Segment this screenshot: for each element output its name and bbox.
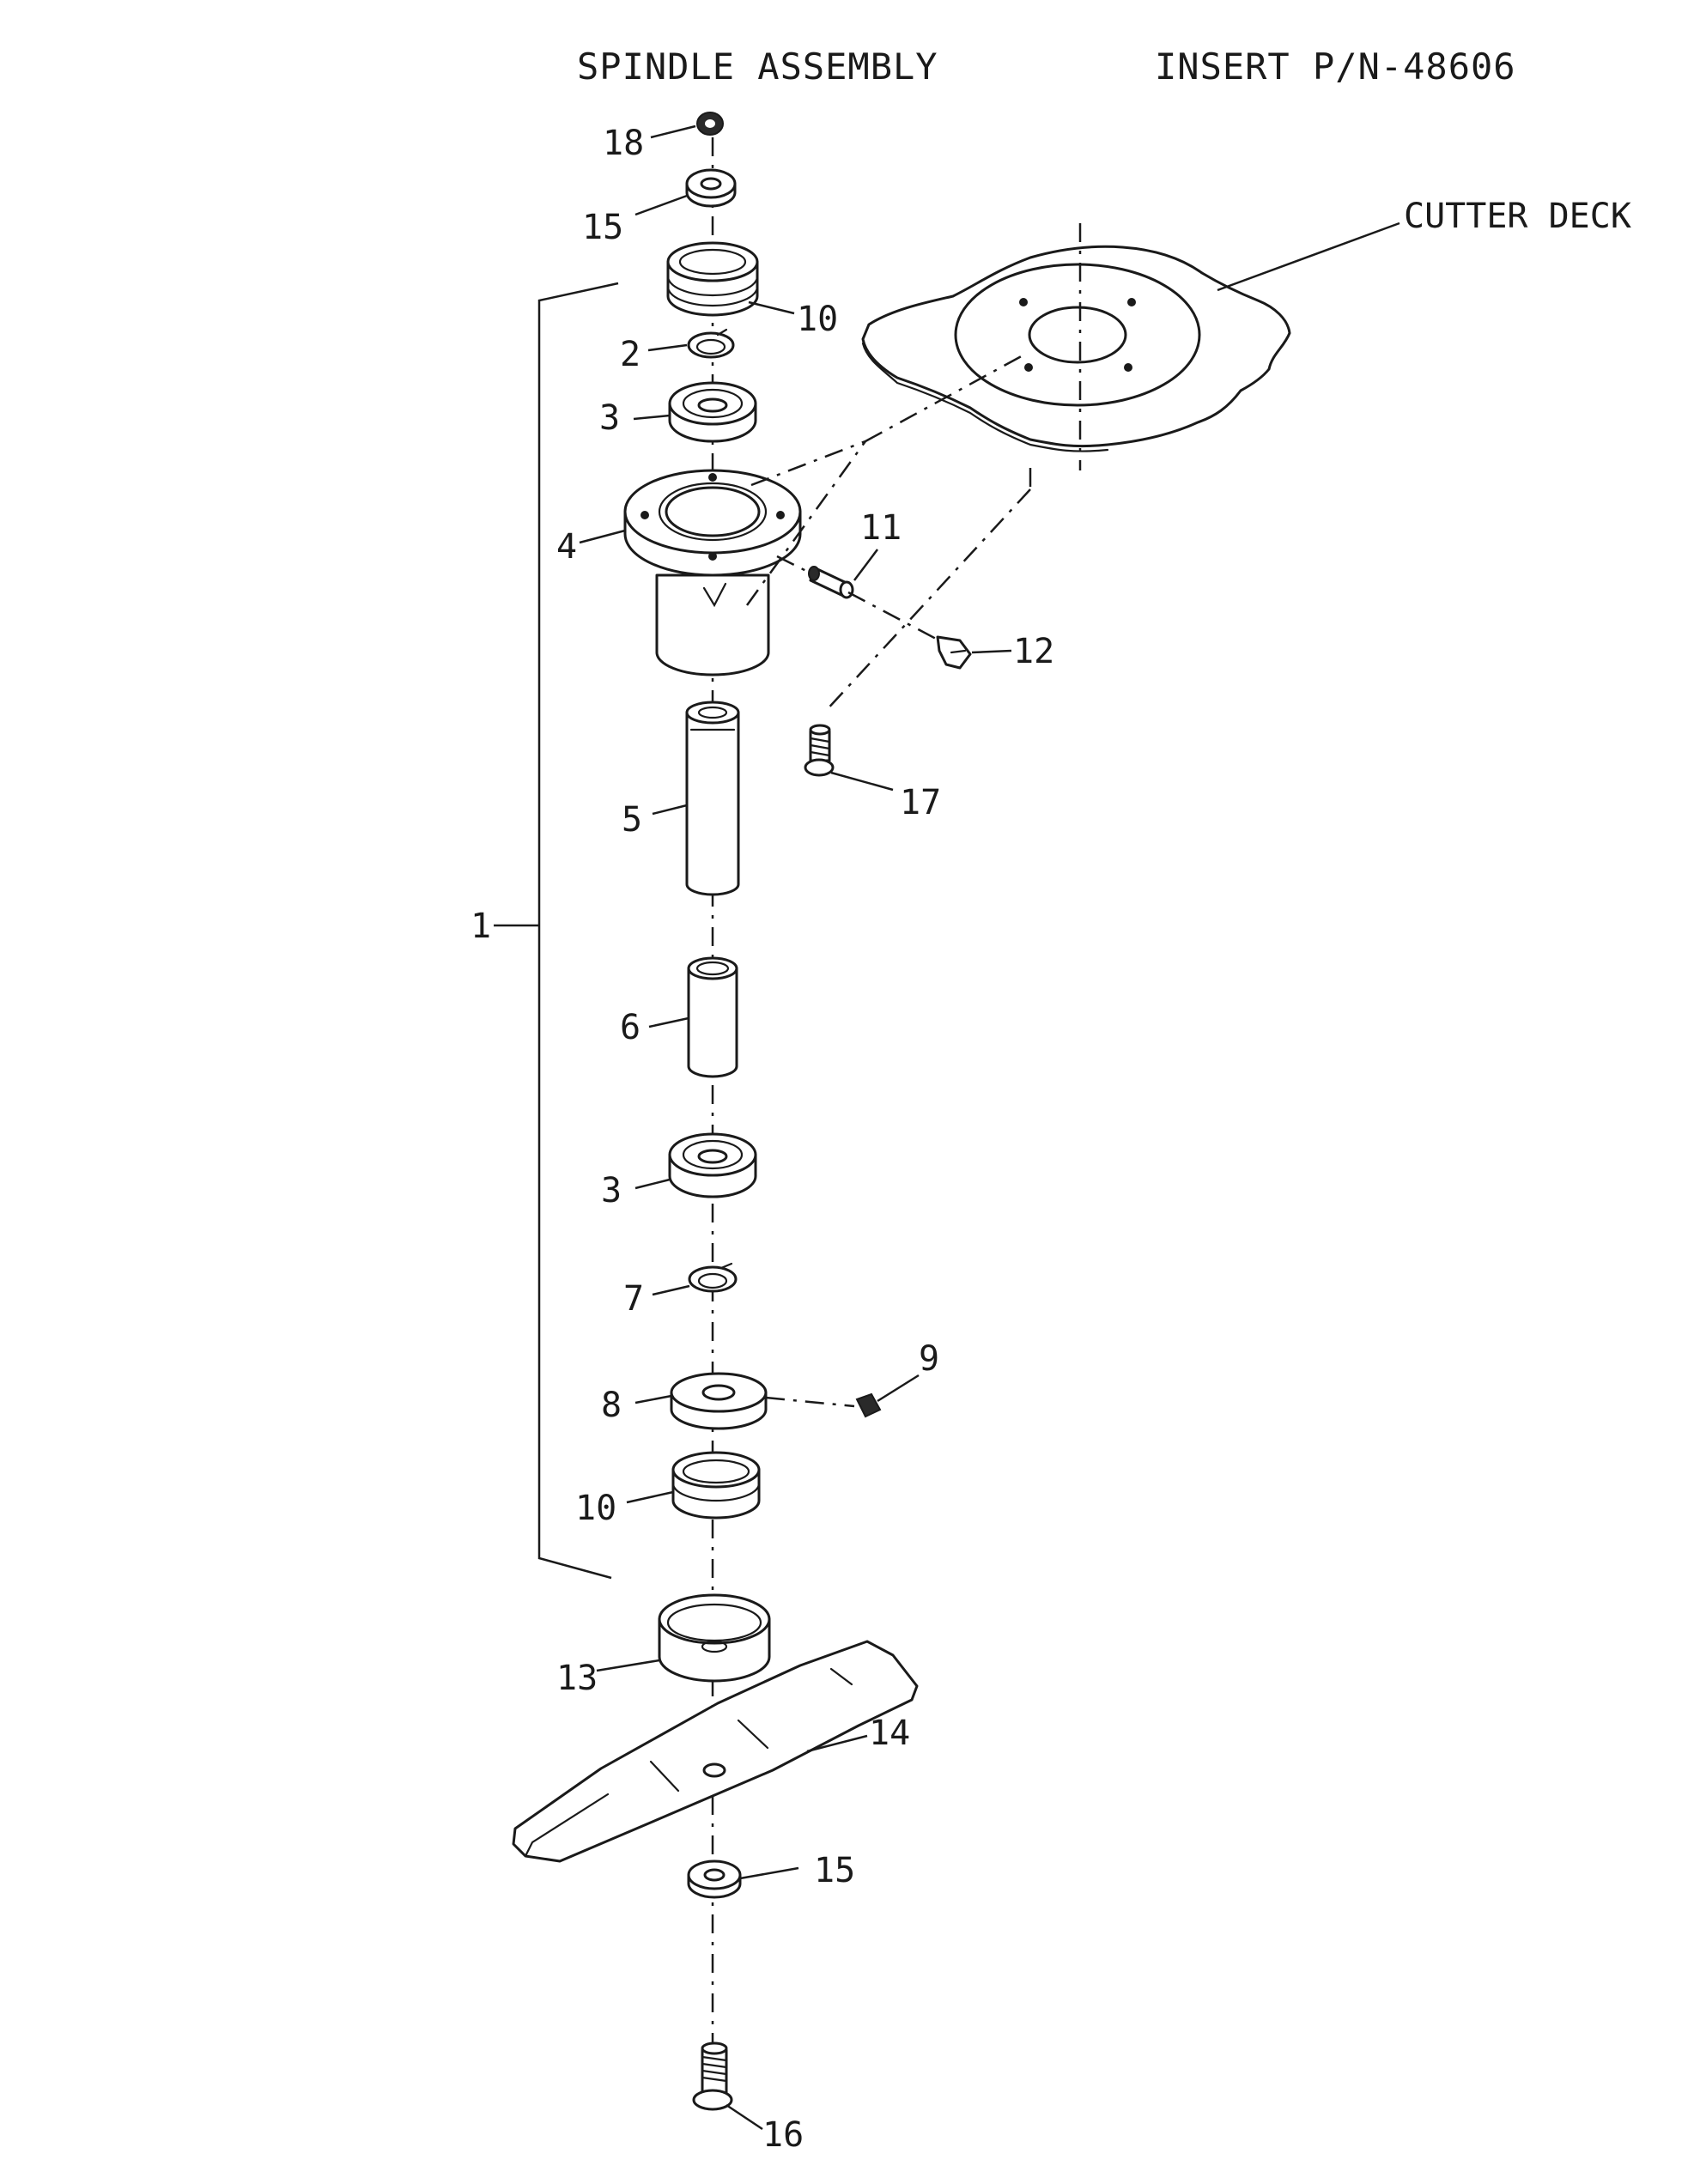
leader-8 bbox=[634, 1394, 672, 1404]
leader-16 bbox=[726, 2103, 763, 2131]
part-14-blade bbox=[512, 1640, 919, 1863]
assembly-bracket bbox=[537, 282, 619, 1580]
leader-cutter-deck bbox=[1217, 221, 1400, 292]
label-6: 6 bbox=[620, 1008, 641, 1047]
cutter-deck bbox=[861, 223, 1291, 470]
label-15-lower: 15 bbox=[814, 1851, 855, 1890]
part-3-lower-bearing bbox=[668, 1132, 757, 1198]
part-2-retaining-ring bbox=[687, 328, 735, 359]
label-9: 9 bbox=[919, 1339, 939, 1379]
part-18-nut bbox=[696, 112, 724, 136]
label-17: 17 bbox=[900, 783, 941, 822]
part-13-blade-adapter bbox=[658, 1593, 771, 1683]
label-3-lower: 3 bbox=[601, 1171, 622, 1210]
leader-10-upper bbox=[748, 300, 795, 315]
axis-fitting-in bbox=[776, 555, 812, 575]
label-14: 14 bbox=[869, 1714, 910, 1753]
part-17-deck-bolt bbox=[804, 724, 835, 777]
axis-deck-bolt bbox=[823, 488, 1031, 713]
label-3-upper: 3 bbox=[599, 398, 620, 438]
leader-15-upper bbox=[634, 194, 688, 216]
part-8-hub bbox=[670, 1372, 768, 1430]
leader-18 bbox=[650, 124, 696, 139]
leader-10-lower bbox=[626, 1490, 674, 1504]
leader-15-lower bbox=[739, 1866, 799, 1880]
label-5: 5 bbox=[622, 800, 642, 840]
leader-6 bbox=[648, 1016, 689, 1028]
axis-housing-inner bbox=[745, 440, 867, 606]
part-3-upper-bearing bbox=[668, 381, 757, 443]
part-10-upper-seal bbox=[666, 241, 759, 317]
leader-17 bbox=[830, 771, 894, 792]
leader-7 bbox=[652, 1284, 690, 1296]
label-12: 12 bbox=[1013, 632, 1054, 671]
part-number: INSERT P/N-48606 bbox=[1155, 46, 1516, 88]
part-11-grease-fitting bbox=[808, 566, 854, 599]
leader-3-lower bbox=[634, 1178, 671, 1190]
part-4-spindle-housing bbox=[623, 469, 802, 676]
axis-fitting-out bbox=[847, 591, 938, 641]
part-9-set-screw bbox=[855, 1392, 882, 1418]
leader-4 bbox=[579, 529, 626, 544]
diagram-title: SPINDLE ASSEMBLY bbox=[577, 46, 938, 88]
label-4: 4 bbox=[556, 527, 577, 567]
part-6-spacer bbox=[687, 956, 738, 1078]
part-5-shaft bbox=[685, 701, 740, 896]
label-10-upper: 10 bbox=[797, 300, 838, 339]
part-16-blade-bolt bbox=[692, 2041, 733, 2111]
leader-11 bbox=[853, 549, 878, 581]
part-7-retaining-ring bbox=[688, 1262, 738, 1293]
part-15-lower-washer bbox=[687, 1859, 742, 1899]
label-7: 7 bbox=[623, 1279, 644, 1319]
leader-14 bbox=[806, 1734, 868, 1753]
label-cutter-deck: CUTTER DECK bbox=[1404, 197, 1631, 236]
label-8: 8 bbox=[601, 1386, 622, 1425]
label-10-lower: 10 bbox=[575, 1489, 616, 1528]
part-10-lower-seal bbox=[671, 1451, 761, 1520]
label-18: 18 bbox=[603, 124, 644, 163]
label-13: 13 bbox=[556, 1659, 598, 1698]
leader-13 bbox=[596, 1659, 660, 1672]
part-12-grease-cap bbox=[936, 635, 972, 670]
label-2: 2 bbox=[620, 335, 641, 374]
label-11: 11 bbox=[860, 508, 902, 548]
leader-3-upper bbox=[633, 414, 671, 421]
leader-2 bbox=[647, 343, 688, 352]
axis-set-screw bbox=[765, 1396, 855, 1408]
label-1: 1 bbox=[471, 907, 491, 946]
leader-9 bbox=[877, 1374, 920, 1403]
leader-5 bbox=[652, 804, 688, 816]
label-15-upper: 15 bbox=[582, 208, 623, 247]
leader-12 bbox=[971, 649, 1012, 654]
axis-deck-hole bbox=[865, 352, 1027, 443]
part-15-upper-washer bbox=[685, 168, 737, 208]
label-16: 16 bbox=[762, 2115, 804, 2155]
